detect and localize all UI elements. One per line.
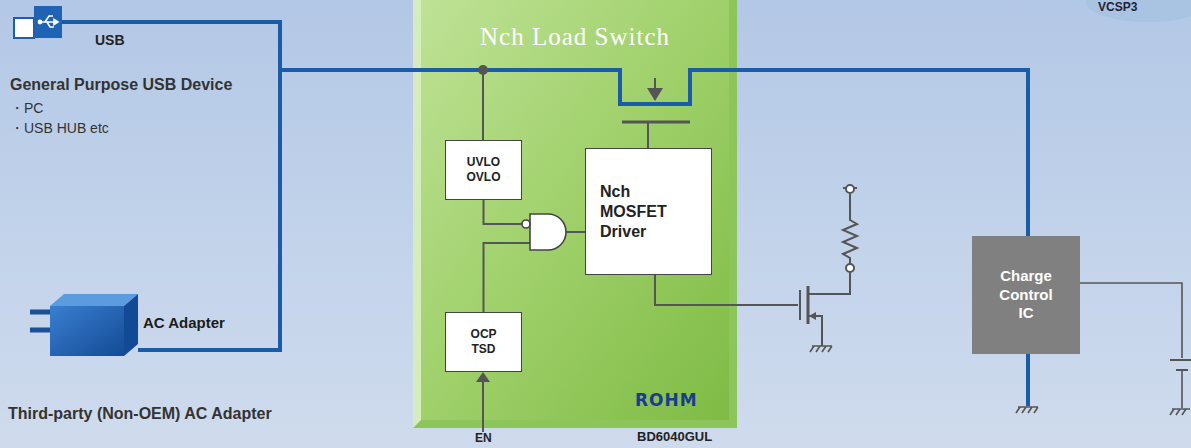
nmos-arrow xyxy=(809,312,816,320)
block-title: Nch Load Switch xyxy=(413,24,737,49)
usb-symbol xyxy=(38,16,58,27)
part-number: BD6040GUL xyxy=(637,430,712,443)
ground-symbol xyxy=(810,346,832,352)
protection-box: OCP TSD xyxy=(445,312,522,372)
box-text: Charge Control IC xyxy=(999,267,1052,323)
en-arrow xyxy=(476,372,490,382)
box-text: UVLO OVLO xyxy=(467,155,501,185)
chip-bevel xyxy=(413,0,737,428)
box-text: OCP TSD xyxy=(471,327,497,357)
ac-adapter xyxy=(30,294,138,356)
protection-box: UVLO OVLO xyxy=(445,140,522,200)
device-label: AC Adapter xyxy=(143,315,225,332)
box-text: Nch MOSFET Driver xyxy=(600,182,667,242)
device-label: General Purpose USB Device xyxy=(10,76,232,94)
signal-wire xyxy=(483,70,798,432)
ic-box: Charge Control IC xyxy=(972,236,1080,354)
logo-text: ROHM xyxy=(635,392,698,409)
usb-port xyxy=(14,18,34,38)
node-dot xyxy=(846,264,854,272)
list-item: ・PC xyxy=(10,101,43,116)
port-label: USB xyxy=(95,33,125,48)
inverter-bubble xyxy=(522,220,530,228)
pin-name: EN xyxy=(475,432,492,445)
open-drain-transistor xyxy=(800,188,857,346)
and-gate xyxy=(530,214,566,250)
usb-icon xyxy=(34,6,62,38)
mosfet-arrow xyxy=(647,88,663,101)
ic-package: Nch Load SwitchROHMBD6040GULUVLO OVLONch… xyxy=(413,0,737,428)
ground-symbol xyxy=(1016,407,1038,413)
device-label: Third-party (Non-OEM) AC Adapter xyxy=(8,405,272,423)
bubble xyxy=(1086,0,1191,22)
nch-mosfet xyxy=(622,78,690,148)
package-label: VCSP3 xyxy=(1098,1,1137,14)
driver-box: Nch MOSFET Driver xyxy=(585,148,712,275)
list-item: ・USB HUB etc xyxy=(10,121,109,136)
battery-wire xyxy=(1080,283,1191,415)
junction-dot xyxy=(478,65,488,75)
chip-bevel-shade xyxy=(413,0,737,428)
chip-face xyxy=(421,0,729,420)
supply-terminal xyxy=(846,185,854,193)
